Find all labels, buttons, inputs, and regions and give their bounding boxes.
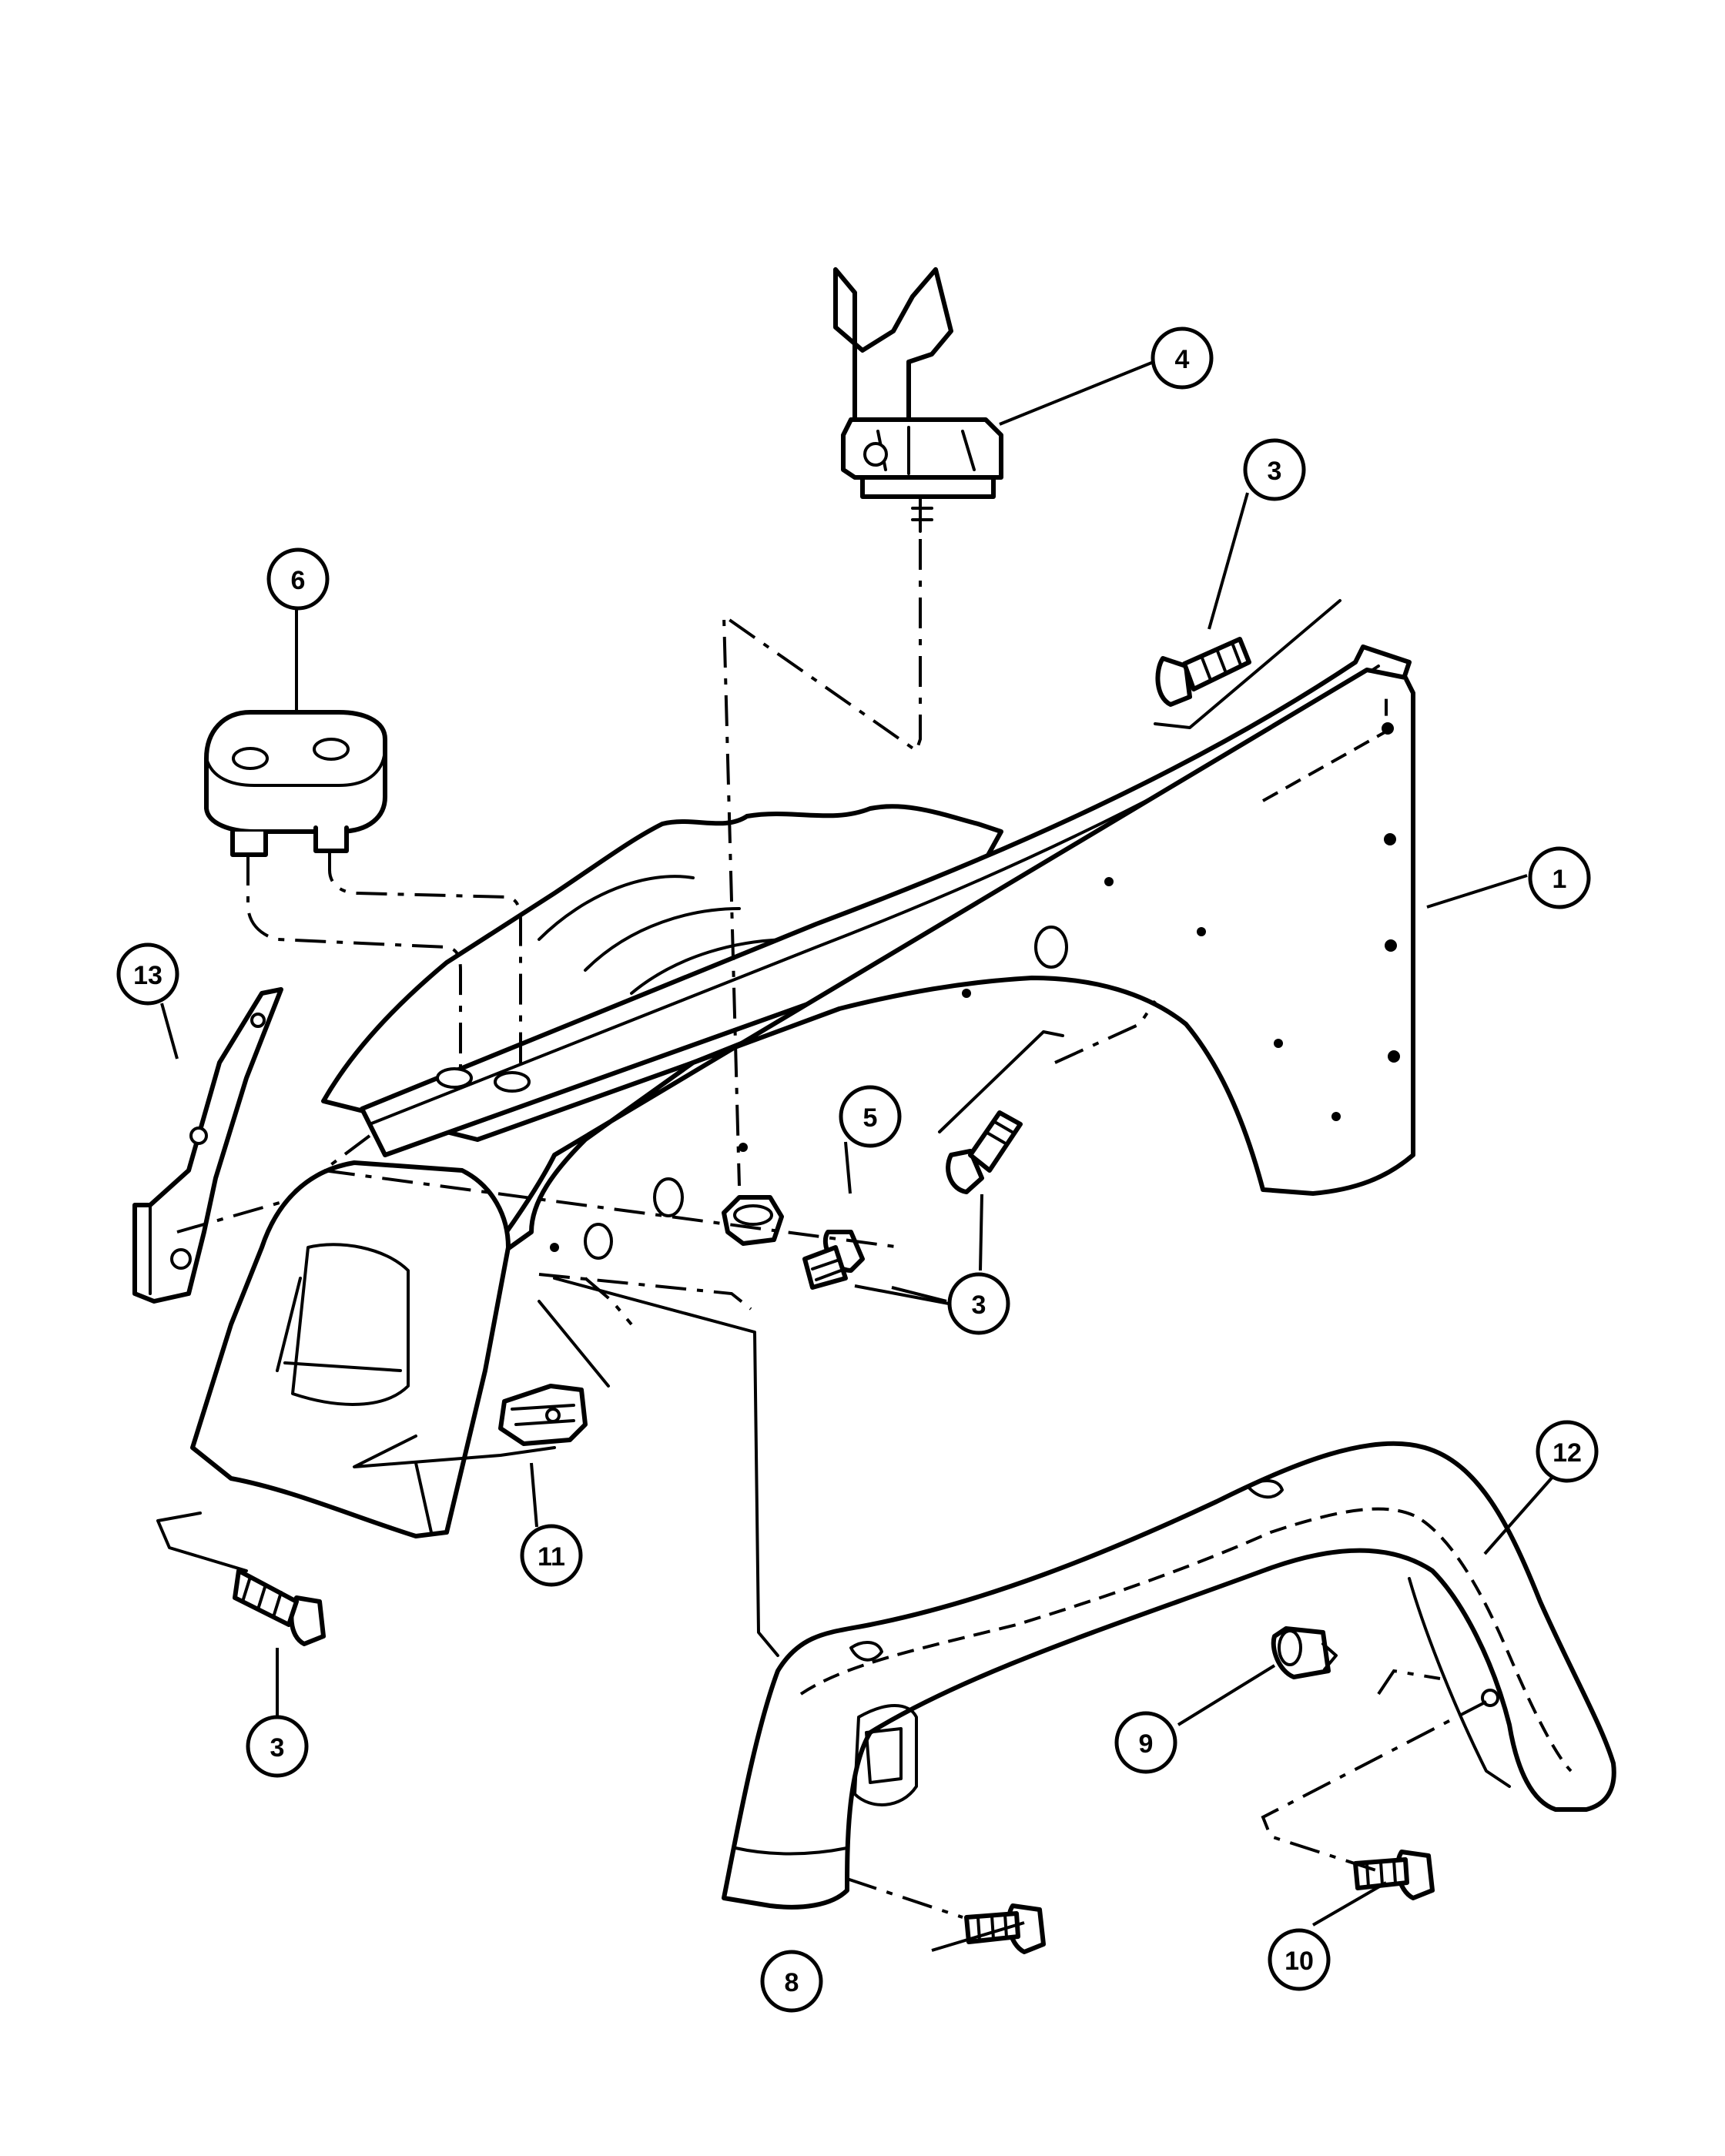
callout-label: 9 [1139, 1729, 1154, 1759]
callout-3-middle: 3 [947, 1272, 1010, 1335]
callout-3-bottom: 3 [246, 1715, 309, 1778]
alignment-lines [156, 539, 1487, 1919]
bolt-part [1353, 1850, 1435, 1900]
callout-label: 13 [133, 961, 162, 990]
callout-10: 10 [1268, 1928, 1331, 1991]
callout-label: 12 [1552, 1438, 1582, 1468]
callout-13: 13 [116, 942, 179, 1006]
callout-6: 6 [266, 547, 330, 611]
callout-11: 11 [520, 1524, 583, 1587]
callout-label: 5 [863, 1103, 878, 1133]
callout-leaders [160, 360, 1556, 1952]
callout-label: 4 [1175, 345, 1190, 374]
bolt-part [1155, 637, 1251, 707]
fender-flare-part [722, 1441, 1616, 1910]
bolt-part [964, 1903, 1046, 1954]
callout-label: 11 [538, 1542, 565, 1572]
bolt-part [946, 1110, 1023, 1194]
fender-part [190, 644, 1415, 1538]
callout-1: 1 [1528, 846, 1591, 909]
bracket-part [132, 987, 283, 1304]
nut-part [722, 1195, 784, 1246]
callout-4: 4 [1151, 326, 1214, 390]
callout-5: 5 [839, 1085, 902, 1148]
callout-label: 1 [1552, 865, 1567, 894]
clip-nut-part [498, 1384, 588, 1446]
callout-label: 10 [1285, 1947, 1314, 1976]
callout-label: 6 [291, 566, 306, 595]
callout-label: 8 [785, 1968, 799, 1997]
callout-label: 3 [270, 1733, 285, 1763]
callout-label: 3 [1268, 457, 1282, 486]
callout-9: 9 [1114, 1711, 1177, 1774]
callout-12: 12 [1536, 1420, 1599, 1483]
bolt-part [233, 1568, 326, 1646]
callout-3-top: 3 [1243, 438, 1306, 501]
callout-label: 3 [972, 1291, 986, 1320]
hood-catch-part [833, 267, 1003, 533]
clip-part [1271, 1626, 1338, 1679]
hood-bumper-part [204, 710, 387, 857]
callout-8: 8 [760, 1950, 823, 2013]
bolt-part [802, 1230, 865, 1290]
